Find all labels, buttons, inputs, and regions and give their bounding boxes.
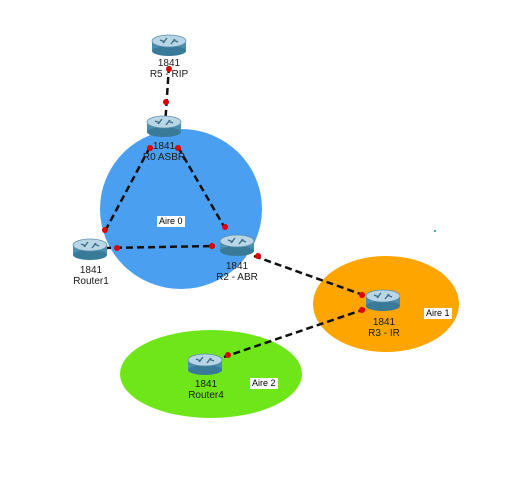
router-model: 1841 xyxy=(79,265,103,276)
router-router4-icon[interactable] xyxy=(187,353,223,375)
router-r3-label: 1841 R3 - IR xyxy=(368,317,400,339)
router-r5-label: 1841 R5 - RIP xyxy=(150,58,188,80)
link-r0-router1[interactable] xyxy=(102,146,152,234)
router-r2-label: 1841 R2 - ABR xyxy=(216,261,258,283)
router-name: Router4 xyxy=(188,390,224,401)
link-r2-r3[interactable] xyxy=(253,254,367,298)
port-dot xyxy=(163,99,169,105)
router-r5-icon[interactable] xyxy=(151,34,187,56)
port-dot xyxy=(166,66,172,72)
router-name: R0 ASBR xyxy=(142,152,186,163)
port-dot xyxy=(209,243,215,249)
area-1-label: Aire 1 xyxy=(424,308,452,319)
router-model: 1841 xyxy=(152,141,176,152)
router-r0-icon[interactable] xyxy=(146,115,182,137)
port-dot xyxy=(359,292,365,298)
router-r3-icon[interactable] xyxy=(365,289,401,311)
router-model: 1841 xyxy=(225,261,249,272)
link-r3-router4[interactable] xyxy=(223,307,366,359)
router-r2-icon[interactable] xyxy=(219,234,255,256)
stray-mark xyxy=(434,230,436,232)
router-name: Router1 xyxy=(73,276,109,287)
router-router1-label: 1841 Router1 xyxy=(73,265,109,287)
area-0-label: Aire 0 xyxy=(157,216,185,227)
router-name: R3 - IR xyxy=(368,328,400,339)
port-dot xyxy=(147,145,153,151)
link-router1-r2[interactable] xyxy=(103,244,216,250)
router-model: 1841 xyxy=(194,379,218,390)
port-dot xyxy=(222,224,228,230)
link-r0-r2[interactable] xyxy=(176,146,228,231)
port-dot xyxy=(102,227,108,233)
router-r0-label: 1841 R0 ASBR xyxy=(143,141,185,163)
port-dot xyxy=(255,253,261,259)
port-dot xyxy=(114,245,120,251)
router-model: 1841 xyxy=(372,317,396,328)
area-2-label: Aire 2 xyxy=(250,378,278,389)
router-router4-label: 1841 Router4 xyxy=(188,379,224,401)
port-dot xyxy=(225,352,231,358)
router-name: R2 - ABR xyxy=(216,272,258,283)
port-dot xyxy=(359,307,365,313)
router-name: R5 - RIP xyxy=(149,69,189,80)
port-dot xyxy=(175,145,181,151)
router-router1-icon[interactable] xyxy=(72,238,108,260)
router-model: 1841 xyxy=(157,58,181,69)
